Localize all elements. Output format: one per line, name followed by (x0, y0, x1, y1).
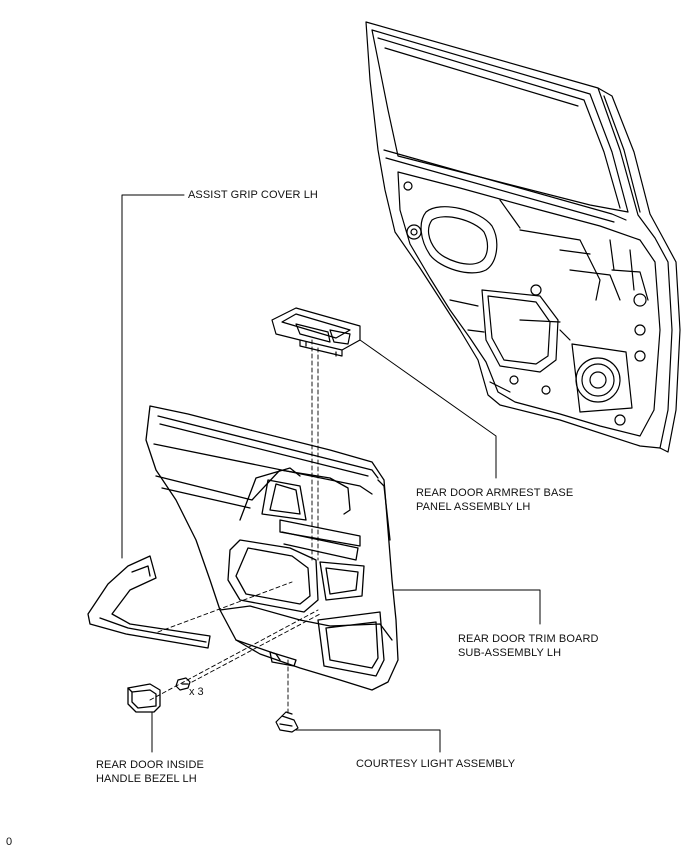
inside-handle-bezel-label: REAR DOOR INSIDE HANDLE BEZEL LH (96, 759, 204, 785)
rear-door-trim-board (145, 405, 399, 691)
courtesy-light (275, 711, 299, 733)
trim-board-label: REAR DOOR TRIM BOARD SUB-ASSEMBLY LH (458, 633, 599, 659)
assist-grip-cover-label: ASSIST GRIP COVER LH (188, 189, 318, 201)
armrest-base-panel (271, 307, 361, 357)
courtesy-light-label: COURTESY LIGHT ASSEMBLY (356, 758, 516, 770)
inside-handle-bezel (127, 683, 161, 713)
assembly-guide-lines (149, 339, 321, 717)
leader-lines (121, 194, 541, 753)
figure-id: 0 (6, 836, 13, 848)
assist-grip-cover (87, 555, 211, 649)
clip-quantity: x 3 (189, 686, 204, 698)
armrest-base-panel-label: REAR DOOR ARMREST BASE PANEL ASSEMBLY LH (416, 487, 574, 513)
rear-door-frame (365, 21, 681, 453)
